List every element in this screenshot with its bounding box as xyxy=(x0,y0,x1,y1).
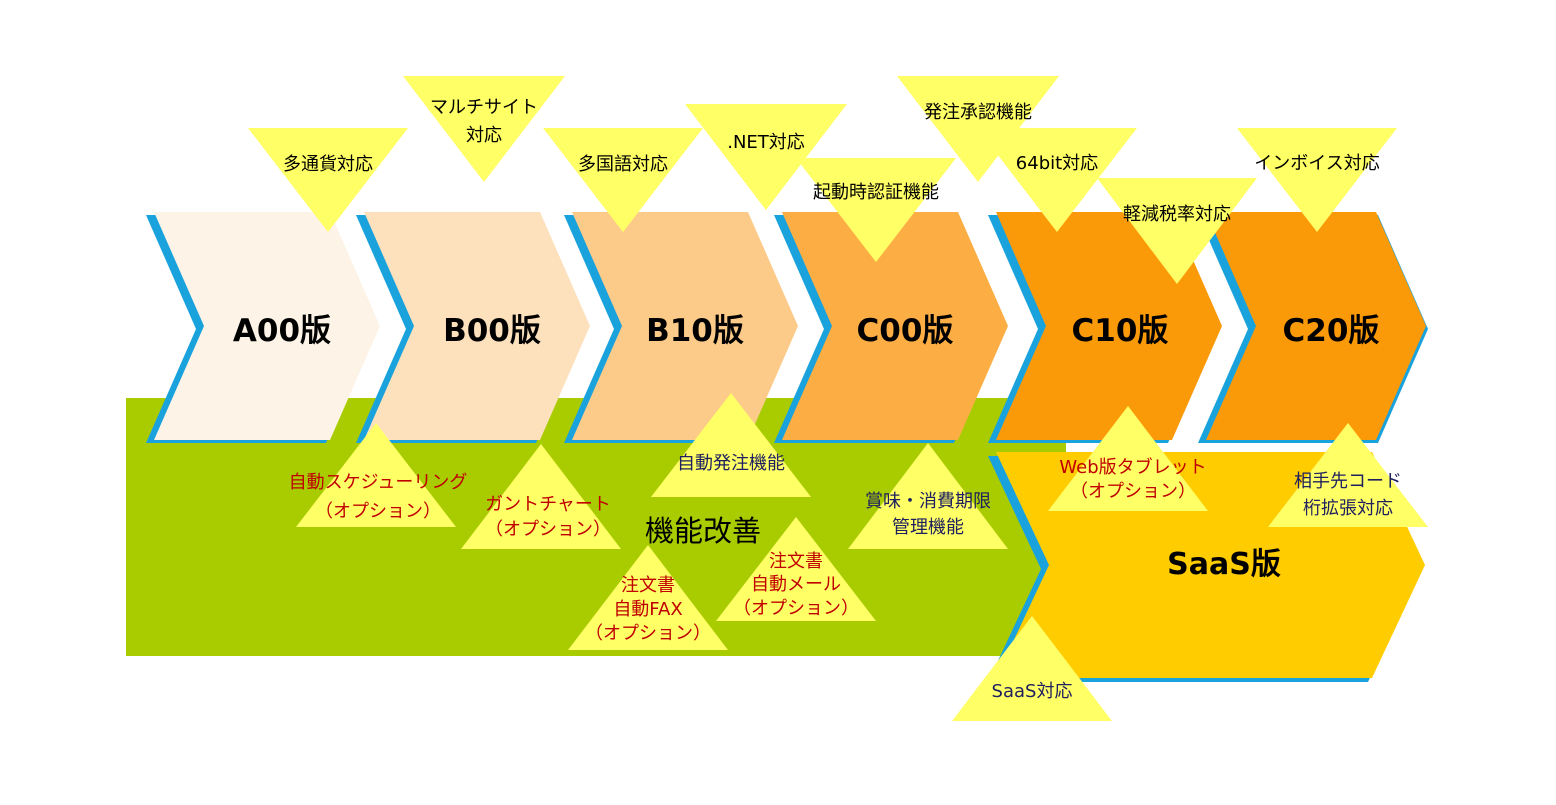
bottom-triangle-6 xyxy=(1048,406,1208,511)
top-triangle-0 xyxy=(248,128,408,232)
bottom-triangle-3 xyxy=(716,517,876,621)
bottom-feature-label-7b: 桁拡張対応 xyxy=(1303,498,1393,519)
top-triangle-7 xyxy=(1097,178,1257,284)
bottom-feature-label-7a: 相手先コード xyxy=(1294,471,1402,492)
version-labels: A00版 B00版 B10版 C00版 C10版 C20版 xyxy=(233,313,1380,349)
bottom-feature-label-0a: 自動スケジューリング xyxy=(289,472,468,493)
version-label-b10: B10版 xyxy=(646,313,744,349)
bottom-feature-label-3a: 注文書 xyxy=(769,551,823,572)
top-triangle-3 xyxy=(685,104,847,210)
bottom-feature-label-5b: 管理機能 xyxy=(892,517,964,538)
bottom-triangle-5 xyxy=(848,443,1008,549)
bottom-triangle-8 xyxy=(952,616,1112,721)
top-triangle-1 xyxy=(403,76,565,182)
bottom-feature-label-8: SaaS対応 xyxy=(992,681,1073,702)
chevron-b10-shape xyxy=(572,212,798,440)
bottom-feature-label-5a: 賞味・消費期限 xyxy=(865,491,991,512)
bottom-feature-triangles xyxy=(296,393,1428,721)
top-feature-label-4: 起動時認証機能 xyxy=(813,182,939,203)
bottom-triangle-0 xyxy=(296,423,456,527)
chevron-c10 xyxy=(988,212,1222,443)
top-feature-label-3: .NET対応 xyxy=(727,132,805,153)
top-triangle-4 xyxy=(796,158,956,262)
version-chevrons xyxy=(146,212,1428,443)
bottom-feature-label-1b: （オプション） xyxy=(485,519,611,540)
top-triangle-2 xyxy=(543,128,703,232)
bottom-feature-label-6b: （オプション） xyxy=(1070,481,1196,502)
bottom-feature-label-6a: Web版タブレット xyxy=(1059,456,1206,478)
bottom-feature-label-3c: （オプション） xyxy=(733,598,859,619)
top-feature-label-1b: 対応 xyxy=(466,125,502,146)
top-feature-label-2: 多国語対応 xyxy=(578,154,668,175)
top-feature-label-8: インボイス対応 xyxy=(1254,153,1379,174)
bottom-triangle-4 xyxy=(568,545,728,650)
version-label-a00: A00版 xyxy=(233,313,331,349)
top-feature-label-7: 軽減税率対応 xyxy=(1123,204,1231,225)
saas-label: SaaS版 xyxy=(1167,547,1281,582)
version-label-c10: C10版 xyxy=(1072,313,1169,349)
top-feature-labels: 多通貨対応 マルチサイト 対応 多国語対応 .NET対応 起動時認証機能 発注承… xyxy=(283,97,1380,225)
bottom-feature-label-0b: （オプション） xyxy=(315,501,441,522)
bottom-feature-labels: 自動スケジューリング （オプション） ガントチャート （オプション） 自動発注機… xyxy=(289,453,1402,702)
top-feature-label-0: 多通貨対応 xyxy=(283,154,373,175)
chevron-c20-shape xyxy=(1206,212,1426,440)
bottom-feature-label-4a: 注文書 xyxy=(621,575,675,596)
top-feature-label-5: 発注承認機能 xyxy=(924,102,1032,123)
chevron-c00-shape xyxy=(782,212,1008,440)
version-label-c00: C00版 xyxy=(857,313,954,349)
chevron-b00 xyxy=(356,212,590,443)
top-triangle-8 xyxy=(1237,128,1397,232)
chevron-b00-shape xyxy=(364,212,590,440)
top-triangle-6 xyxy=(977,128,1137,232)
chevron-c20 xyxy=(1198,212,1428,443)
version-label-b00: B00版 xyxy=(443,313,541,349)
bottom-triangle-1 xyxy=(461,444,621,549)
chevron-b10 xyxy=(564,212,798,443)
bottom-feature-label-2: 自動発注機能 xyxy=(677,453,785,474)
chevron-c10-shape xyxy=(996,212,1222,440)
top-feature-label-6: 64bit対応 xyxy=(1016,153,1098,174)
version-label-c20: C20版 xyxy=(1283,313,1380,349)
bottom-feature-label-4c: （オプション） xyxy=(585,623,711,644)
chevron-a00 xyxy=(146,212,380,443)
chevron-a00-shape xyxy=(154,212,380,440)
top-feature-triangles xyxy=(248,76,1397,284)
bottom-feature-label-4b: 自動FAX xyxy=(613,599,682,620)
bottom-feature-label-3b: 自動メール xyxy=(751,574,841,595)
top-feature-label-1a: マルチサイト xyxy=(430,97,538,118)
bottom-feature-label-1a: ガントチャート xyxy=(485,494,611,515)
chevron-c00 xyxy=(774,212,1008,443)
band-label: 機能改善 xyxy=(645,514,761,548)
bottom-triangle-7 xyxy=(1268,423,1428,527)
bottom-triangle-2 xyxy=(651,393,811,497)
